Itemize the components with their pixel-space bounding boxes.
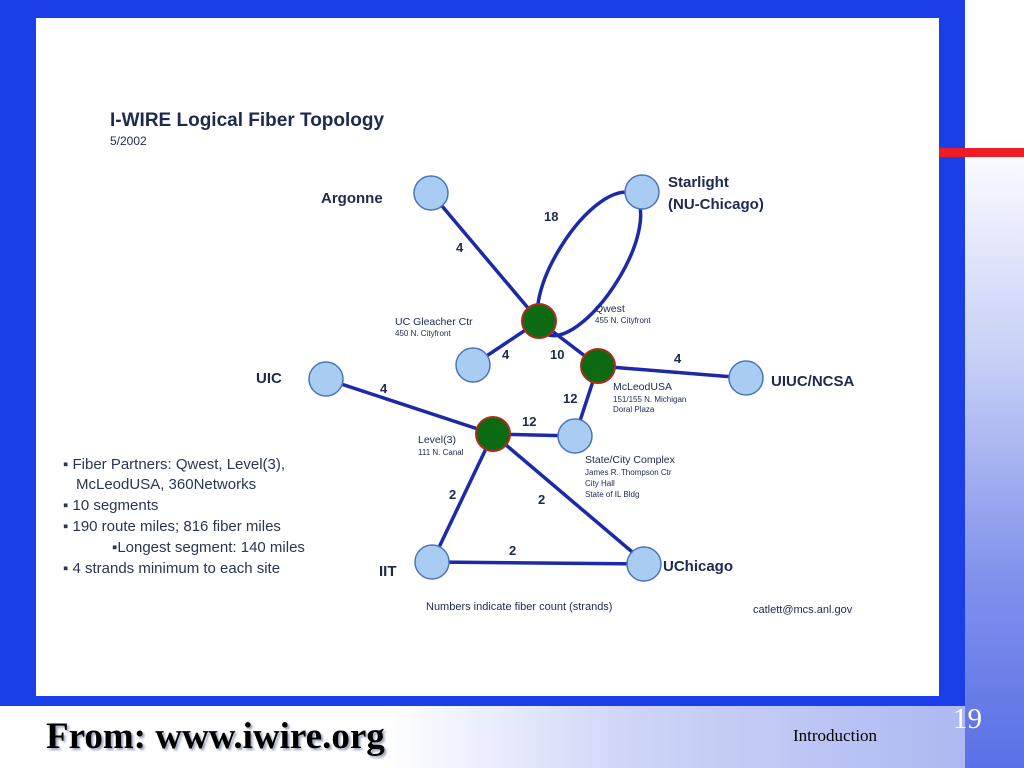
footer-band xyxy=(0,706,965,768)
node-statecity xyxy=(557,418,593,454)
bullet-partners-line1: ▪ Fiber Partners: Qwest, Level(3), xyxy=(63,456,285,473)
count-uic-level3: 4 xyxy=(380,381,388,396)
count-iit-uchicago: 2 xyxy=(509,543,516,558)
label-statecity-line2: City Hall xyxy=(585,479,615,488)
label-level3: Level(3) xyxy=(418,434,456,446)
node-qwest xyxy=(521,303,557,339)
count-level3-iit: 2 xyxy=(449,487,456,502)
right-gradient-strip xyxy=(965,0,1024,768)
footer-title: From: www.iwire.org xyxy=(46,716,385,757)
edge-level3-iit xyxy=(430,432,495,564)
node-level3 xyxy=(475,416,511,452)
slide-content-panel: I-WIRE Logical Fiber Topology 5/2002 Arg… xyxy=(36,18,939,696)
node-iit xyxy=(414,544,450,580)
bullet-partners-line2: McLeodUSA, 360Networks xyxy=(76,476,256,493)
node-uic xyxy=(308,361,344,397)
footer-section-label: Introduction xyxy=(793,726,878,745)
diagram-title: I-WIRE Logical Fiber Topology xyxy=(110,110,385,131)
label-statecity: State/City Complex xyxy=(585,454,676,466)
node-gleacher xyxy=(455,347,491,383)
red-accent-bar xyxy=(938,148,1024,157)
label-qwest: Qwest xyxy=(595,303,625,315)
label-level3-address: 111 N. Canal xyxy=(418,448,464,457)
label-uiuc: UIUC/NCSA xyxy=(771,373,855,390)
bullet-longest-segment: ▪Longest segment: 140 miles xyxy=(112,539,305,556)
edge-mcleod-uiuc xyxy=(596,364,748,380)
node-starlight xyxy=(624,174,660,210)
node-uchicago xyxy=(626,546,662,582)
diagram-date: 5/2002 xyxy=(110,134,147,148)
label-qwest-address: 455 N. Cityfront xyxy=(595,316,651,325)
fiber-topology-diagram: I-WIRE Logical Fiber Topology 5/2002 Arg… xyxy=(63,110,855,616)
count-mcleod-uiuc: 4 xyxy=(674,351,682,366)
label-mcleod-address1: 151/155 N. Michigan xyxy=(613,395,686,404)
label-gleacher: UC Gleacher Ctr xyxy=(395,316,473,328)
diagram-contact: catlett@mcs.anl.gov xyxy=(753,604,853,616)
count-level3-statecity: 12 xyxy=(522,414,536,429)
bullet-segments: ▪ 10 segments xyxy=(63,497,158,514)
label-starlight-line2: (NU-Chicago) xyxy=(668,196,764,213)
node-uiuc xyxy=(728,360,764,396)
label-mcleod: McLeodUSA xyxy=(613,381,672,393)
label-uic: UIC xyxy=(256,370,282,387)
edge-argonne-qwest xyxy=(429,191,541,323)
count-level3-uchicago: 2 xyxy=(538,492,545,507)
edge-level3-uchicago xyxy=(491,432,646,564)
label-argonne: Argonne xyxy=(321,190,383,207)
label-statecity-line3: State of IL Bldg xyxy=(585,490,639,499)
label-starlight-line1: Starlight xyxy=(668,174,729,191)
label-uchicago: UChicago xyxy=(663,558,733,575)
edge-iit-uchicago xyxy=(430,560,646,566)
label-iit: IIT xyxy=(379,563,397,580)
count-argonne-qwest: 4 xyxy=(456,240,464,255)
bullet-route-miles: ▪ 190 route miles; 816 fiber miles xyxy=(63,518,281,535)
label-mcleod-address2: Doral Plaza xyxy=(613,405,655,414)
diagram-footnote: Numbers indicate fiber count (strands) xyxy=(426,601,612,613)
label-statecity-line1: James R. Thompson Ctr xyxy=(585,468,672,477)
slide-number: 19 xyxy=(953,703,982,735)
count-qwest-mcleod: 10 xyxy=(550,347,564,362)
count-mcleod-statecity: 12 xyxy=(563,391,577,406)
label-gleacher-address: 450 N. Cityfront xyxy=(395,329,451,338)
edge-uic-level3 xyxy=(324,377,495,436)
count-starlight-loop: 18 xyxy=(544,209,558,224)
count-gleacher-qwest: 4 xyxy=(502,347,510,362)
node-argonne xyxy=(413,175,449,211)
bullet-strands-minimum: ▪ 4 strands minimum to each site xyxy=(63,560,280,577)
node-mcleod xyxy=(580,348,616,384)
